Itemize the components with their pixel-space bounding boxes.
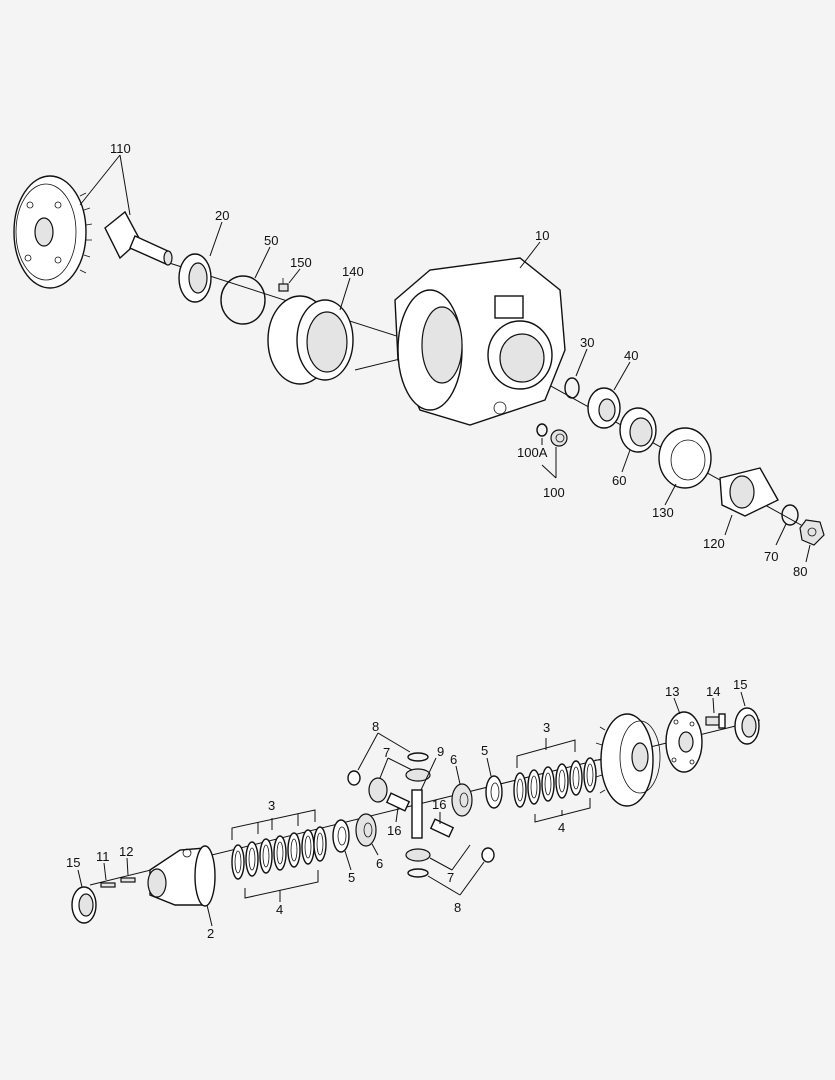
- callout-2: 2: [207, 926, 214, 941]
- callout-40: 40: [624, 348, 638, 363]
- spider-gear-bottom-part-7: [405, 848, 431, 862]
- bolt-part-14: [705, 713, 726, 729]
- bearing-part-15-right: [734, 707, 760, 745]
- lower-assembly: 15 11 12 2 3 4: [66, 677, 761, 941]
- callout-7-bottom: 7: [447, 870, 454, 885]
- callout-16-right: 16: [432, 797, 446, 812]
- callout-3-right: 3: [543, 720, 550, 735]
- callout-140: 140: [342, 264, 364, 279]
- spacer-part-30: [564, 377, 580, 399]
- callout-8-bottom: 8: [454, 900, 461, 915]
- ring-gear-lower: [595, 713, 661, 807]
- washer-part-70: [781, 504, 799, 526]
- callout-100: 100: [543, 485, 565, 500]
- flange-part-13: [665, 711, 703, 773]
- callout-130: 130: [652, 505, 674, 520]
- callout-12: 12: [119, 844, 133, 859]
- callout-3-left: 3: [268, 798, 275, 813]
- spider-gear-top-part-7: [405, 768, 431, 782]
- pin-part-12: [120, 877, 136, 883]
- callout-5-left: 5: [348, 870, 355, 885]
- washer-part-8-right: [481, 847, 495, 863]
- ring-gear-part-110: [13, 175, 93, 289]
- thrust-washer-part-5-left: [332, 819, 350, 853]
- deflector-part-130: [658, 427, 712, 489]
- callout-15-left: 15: [66, 855, 80, 870]
- plug-part-100: [550, 429, 568, 447]
- callout-150: 150: [290, 255, 312, 270]
- side-gear-part-6-left: [355, 813, 377, 847]
- callout-6-right: 6: [450, 752, 457, 767]
- bearing-part-40: [587, 387, 621, 429]
- axle-housing-part-10: [394, 257, 566, 426]
- o-ring-part-50: [220, 275, 266, 325]
- callout-20: 20: [215, 208, 229, 223]
- callout-120: 120: [703, 536, 725, 551]
- upper-assembly: 110 20 50 150 140: [13, 141, 825, 579]
- bearing-part-15-left: [71, 886, 97, 924]
- callout-8-top: 8: [372, 719, 379, 734]
- callout-16-left: 16: [387, 823, 401, 838]
- callout-11: 11: [96, 849, 110, 864]
- callout-4-right: 4: [558, 820, 565, 835]
- callout-4-left: 4: [276, 902, 283, 917]
- pin-part-11: [100, 882, 116, 888]
- short-pin-part-16-left: [385, 792, 411, 812]
- spider-gear-mid-part-7: [368, 777, 388, 803]
- callout-110: 110: [110, 141, 131, 156]
- cross-pin-part-9: [411, 789, 423, 839]
- sleeve-part-140: [267, 295, 354, 385]
- thrust-washer-part-5-right: [485, 775, 503, 809]
- side-gear-part-6-right: [451, 783, 473, 817]
- callout-15-right: 15: [733, 677, 747, 692]
- callout-100a: 100A: [517, 445, 548, 460]
- washer-part-8-left: [347, 770, 361, 786]
- short-pin-part-16-right: [429, 818, 455, 838]
- disc-stack-right: [513, 757, 597, 808]
- callout-80: 80: [793, 564, 807, 579]
- callout-9: 9: [437, 744, 444, 759]
- callout-6-left: 6: [376, 856, 383, 871]
- callout-5-right: 5: [481, 743, 488, 758]
- differential-case-part-2: [147, 845, 216, 907]
- callout-70: 70: [764, 549, 778, 564]
- yoke-part-120: [719, 467, 779, 517]
- callout-10: 10: [535, 228, 549, 243]
- disc-stack-left: [231, 826, 327, 880]
- callout-60: 60: [612, 473, 626, 488]
- callout-7-top: 7: [383, 745, 390, 760]
- callout-13: 13: [665, 684, 679, 699]
- screw-part-150: [278, 278, 289, 292]
- nut-part-80: [799, 519, 825, 546]
- seal-part-60: [619, 407, 657, 453]
- callout-14: 14: [706, 684, 720, 699]
- callout-30: 30: [580, 335, 594, 350]
- washer-part-100a: [536, 423, 548, 437]
- pinion-gear-part-110: [104, 210, 173, 266]
- callout-50: 50: [264, 233, 278, 248]
- washer-part-8-top: [407, 752, 429, 762]
- washer-part-8-bottom: [407, 868, 429, 878]
- bearing-part-20: [178, 253, 212, 303]
